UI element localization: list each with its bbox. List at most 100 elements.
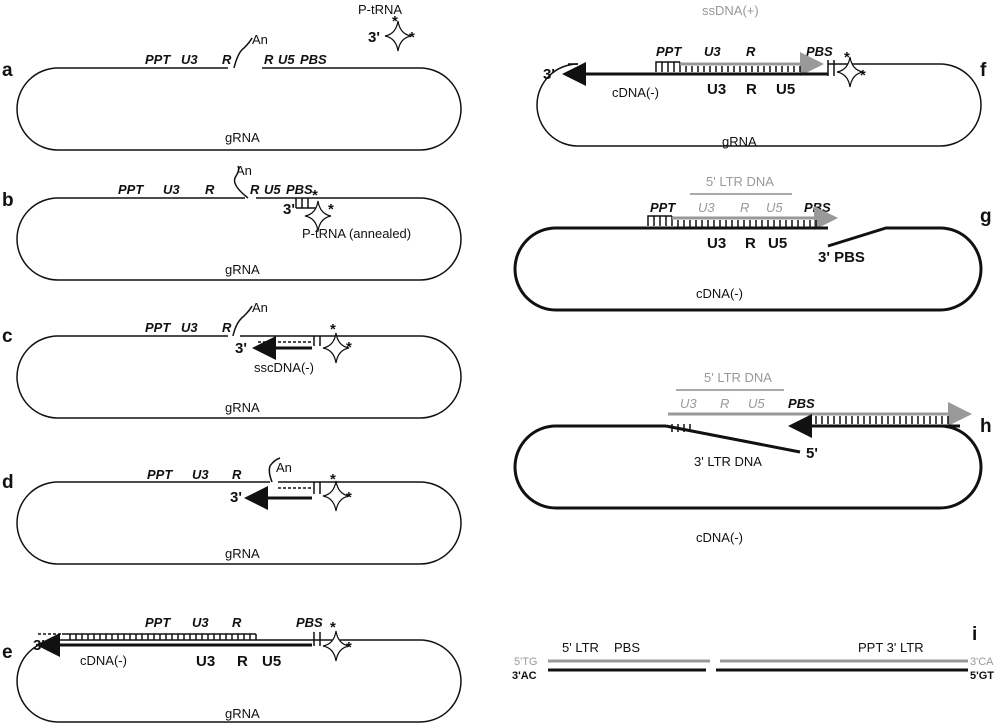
u5-bold-f: U5 bbox=[776, 81, 795, 98]
star-icon-d2: * bbox=[346, 489, 352, 506]
ppt-box-f bbox=[655, 61, 681, 72]
ppt-label-g: PPT bbox=[650, 200, 676, 215]
pbs-label-e: PBS bbox=[296, 615, 323, 630]
r-bold-f: R bbox=[746, 81, 757, 98]
r-grey-h: R bbox=[720, 396, 729, 411]
grna-label-c: gRNA bbox=[225, 400, 260, 415]
grna-loop-e bbox=[16, 639, 462, 723]
r-bold-e: R bbox=[237, 653, 248, 670]
three-prime-b: 3' bbox=[283, 201, 295, 218]
u5-bold-g: U5 bbox=[768, 235, 787, 252]
u3-bold-g: U3 bbox=[707, 235, 726, 252]
u3-bold-e: U3 bbox=[196, 653, 215, 670]
grna-label-a: gRNA bbox=[225, 130, 260, 145]
ppt-box-g bbox=[647, 215, 673, 226]
pbs-label-g: PBS bbox=[804, 200, 831, 215]
i-5ltr-label: 5' LTR bbox=[562, 640, 599, 655]
ppt-label-e: PPT bbox=[145, 615, 171, 630]
an-label-d: An bbox=[276, 460, 292, 475]
u5-label-a: U5 bbox=[278, 52, 295, 67]
an-label-a: An bbox=[252, 32, 268, 47]
cdna-label-e: cDNA(-) bbox=[80, 653, 127, 668]
panel-label-b: b bbox=[2, 190, 14, 211]
u5-bold-e: U5 bbox=[262, 653, 281, 670]
r-label-b: R bbox=[205, 182, 215, 197]
three-prime-e: 3' bbox=[33, 637, 45, 654]
star-icon-e1: * bbox=[330, 619, 336, 636]
poly-a-tail-b bbox=[233, 165, 249, 199]
panel-a: a An PPT U3 R R U5 PBS P-tRNA 3' * * gRN… bbox=[2, 2, 462, 151]
star-icon-f2: * bbox=[860, 67, 866, 84]
star-icon-b1: * bbox=[312, 187, 318, 204]
panel-label-d: d bbox=[2, 472, 14, 493]
star-icon-a1: * bbox=[392, 13, 398, 30]
three-prime-c: 3' bbox=[235, 340, 247, 357]
panel-g: g 5' LTR DNA PPT U3 R U5 PBS 3' PBS U3 R… bbox=[513, 174, 992, 312]
u3-label-b: U3 bbox=[163, 182, 180, 197]
r-label-c: R bbox=[222, 320, 232, 335]
pbs-ticks-d bbox=[313, 482, 321, 494]
pbs-annealing-ticks-b bbox=[295, 198, 316, 209]
panel-b: b An PPT U3 R R U5 PBS 3' * * P-tRNA (an… bbox=[2, 163, 462, 281]
grna-label-e: gRNA bbox=[225, 706, 260, 721]
ltr-dna-3-label-h: 3' LTR DNA bbox=[694, 454, 762, 469]
panel-label-g: g bbox=[980, 206, 992, 227]
i-3ac-label: 3'AC bbox=[512, 670, 537, 682]
an-label-b: An bbox=[236, 163, 252, 178]
u5-grey-h: U5 bbox=[748, 396, 765, 411]
panel-label-h: h bbox=[980, 416, 992, 437]
r-label-a2: R bbox=[264, 52, 274, 67]
annealing-ticks-f bbox=[685, 66, 801, 72]
ppt-label-f: PPT bbox=[656, 44, 682, 59]
u3-grey-h: U3 bbox=[680, 396, 697, 411]
grna-loop-a bbox=[16, 67, 462, 151]
annealing-ticks-h bbox=[815, 416, 949, 424]
three-prime-d: 3' bbox=[230, 489, 242, 506]
i-pbs-label: PBS bbox=[614, 640, 640, 655]
ssdna-plus-label: ssDNA(+) bbox=[702, 3, 759, 18]
ppt-label-c: PPT bbox=[145, 320, 171, 335]
cdna-loop-g bbox=[513, 226, 983, 312]
u3-label-d: U3 bbox=[192, 467, 209, 482]
ltr-dna-5-label-g: 5' LTR DNA bbox=[706, 174, 774, 189]
i-ppt-3ltr-label: PPT 3' LTR bbox=[858, 640, 924, 655]
panel-label-a: a bbox=[2, 60, 13, 81]
star-icon-c2: * bbox=[346, 339, 352, 356]
cdna-loop-h bbox=[513, 424, 983, 510]
r-label-f: R bbox=[746, 44, 756, 59]
panel-d: d An PPT U3 R * * 3' gRNA bbox=[2, 457, 462, 565]
pbs-label-b: PBS bbox=[286, 182, 313, 197]
sscdna-label-c: sscDNA(-) bbox=[254, 360, 314, 375]
ptrna-annealed-label: P-tRNA (annealed) bbox=[302, 226, 411, 241]
u5-grey-g: U5 bbox=[766, 200, 783, 215]
grna-loop-d bbox=[16, 481, 462, 565]
panel-f: f ssDNA(+) PPT U3 R PBS * * 3' cDNA(-) U… bbox=[536, 3, 987, 149]
star-icon-c1: * bbox=[330, 321, 336, 338]
u5-label-b: U5 bbox=[264, 182, 281, 197]
star-icon-d1: * bbox=[330, 471, 336, 488]
u3-label-a: U3 bbox=[181, 52, 198, 67]
grna-label-d: gRNA bbox=[225, 546, 260, 561]
panel-label-f: f bbox=[980, 60, 987, 81]
poly-a-tail-a bbox=[233, 37, 253, 69]
ppt-label-d: PPT bbox=[147, 467, 173, 482]
grna-loop-c bbox=[16, 335, 462, 419]
u3-grey-g: U3 bbox=[698, 200, 715, 215]
star-icon-e2: * bbox=[346, 639, 352, 656]
ltr-dna-5-label-h: 5' LTR DNA bbox=[704, 370, 772, 385]
u3-label-c: U3 bbox=[181, 320, 198, 335]
r-label-a: R bbox=[222, 52, 232, 67]
poly-a-tail-d bbox=[268, 457, 281, 483]
panel-label-c: c bbox=[2, 326, 13, 347]
star-icon-b2: * bbox=[328, 201, 334, 218]
panel-label-i: i bbox=[972, 624, 977, 645]
r-bold-g: R bbox=[745, 235, 756, 252]
u3-label-f: U3 bbox=[704, 44, 721, 59]
panel-h: h 5' LTR DNA U3 R U5 PBS 5' 3' LTR DNA c… bbox=[513, 370, 992, 545]
cdna-label-f: cDNA(-) bbox=[612, 85, 659, 100]
panel-label-e: e bbox=[2, 642, 13, 663]
annealing-ticks-e bbox=[69, 634, 257, 640]
an-label-c: An bbox=[252, 300, 268, 315]
grna-label-b: gRNA bbox=[225, 262, 260, 277]
ppt-label-b: PPT bbox=[118, 182, 144, 197]
